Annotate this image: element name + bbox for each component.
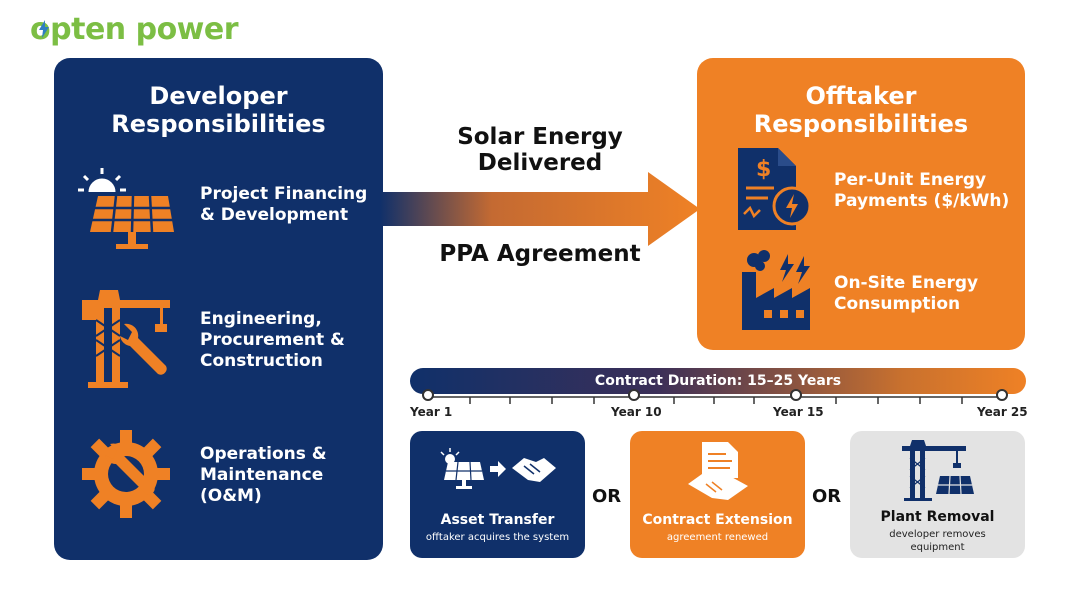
offtaker-title: Offtaker Responsibilities xyxy=(753,82,969,138)
or-label-1: OR xyxy=(592,486,622,507)
off-item-payments: Per-Unit Energy Payments ($/kWh) xyxy=(834,170,1010,211)
dev-item-epc: Engineering, Procurement & Construction xyxy=(200,309,345,371)
logo-o: o xyxy=(30,12,51,47)
year-label-10: Year 10 xyxy=(611,405,662,419)
energy-flow-arrow xyxy=(380,172,700,246)
panel-handshake-icon xyxy=(440,448,556,489)
year-label-15: Year 15 xyxy=(773,405,824,419)
crane-panel-icon xyxy=(902,440,974,501)
developer-title: Developer Responsibilities xyxy=(111,82,326,138)
plant-removal-card xyxy=(850,431,1025,558)
dev-item-om: Operations & Maintenance (O&M) xyxy=(200,444,327,506)
contract-extension-sub: agreement renewed xyxy=(666,532,769,543)
logo-text: pten power xyxy=(50,12,239,47)
year-label-1: Year 1 xyxy=(410,405,453,419)
invoice-icon: $ xyxy=(738,148,812,230)
bolt-icon xyxy=(39,20,49,38)
asset-transfer-title: Asset Transfer xyxy=(440,512,555,528)
year-label-25: Year 25 xyxy=(977,405,1028,419)
plant-removal-title: Plant Removal xyxy=(880,509,995,525)
timeline-title: Contract Duration: 15–25 Years xyxy=(594,373,842,389)
or-label-2: OR xyxy=(812,486,842,507)
contract-extension-title: Contract Extension xyxy=(642,512,793,528)
brand-logo: o pten power xyxy=(30,12,239,47)
document-handshake-icon xyxy=(688,442,748,500)
factory-icon xyxy=(742,250,810,330)
dev-item-financing: Project Financing & Development xyxy=(200,184,368,225)
svg-text:$: $ xyxy=(756,157,771,182)
plant-removal-sub: developer removes equipment xyxy=(889,529,986,553)
solar-panel-icon xyxy=(78,168,174,249)
gear-wrench-icon xyxy=(82,430,170,518)
off-item-consumption: On-Site Energy Consumption xyxy=(834,273,979,314)
asset-transfer-sub: offtaker acquires the system xyxy=(425,532,570,543)
flow-label-energy: Solar Energy Delivered xyxy=(457,124,623,176)
timeline-axis xyxy=(422,389,1008,404)
flow-label-ppa: PPA Agreement xyxy=(439,241,641,267)
crane-wrench-icon xyxy=(82,290,170,388)
timeline-bar xyxy=(410,368,1026,394)
asset-transfer-card xyxy=(410,431,585,558)
